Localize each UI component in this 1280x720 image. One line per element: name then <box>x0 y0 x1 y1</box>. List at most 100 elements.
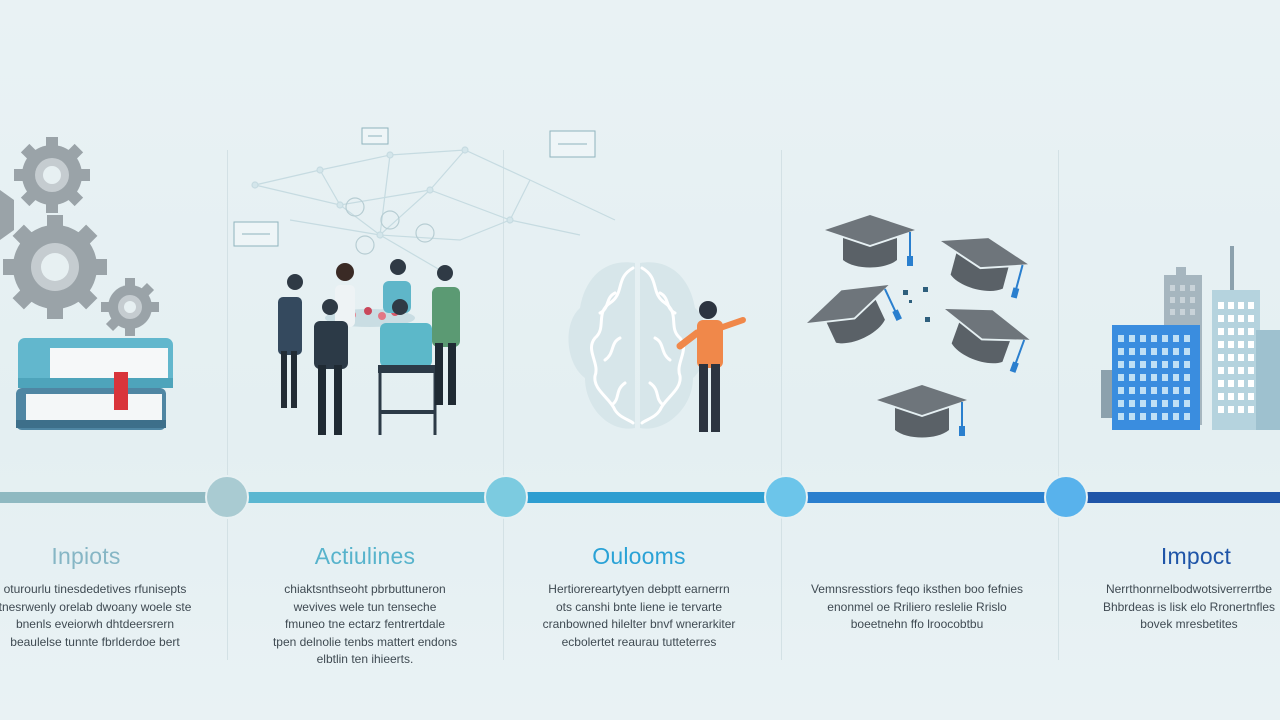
graduation-cap-icon <box>799 270 906 358</box>
building-window <box>1129 335 1135 342</box>
building-window <box>1228 380 1234 387</box>
building-window <box>1238 354 1244 361</box>
person-icon <box>676 301 746 432</box>
building-window <box>1184 348 1190 355</box>
building-window <box>1162 413 1168 420</box>
city-buildings-icon <box>1101 246 1280 430</box>
description-line: ecbolertet reaurau tutteterres <box>561 634 717 649</box>
building-window <box>1248 341 1254 348</box>
building-window <box>1118 400 1124 407</box>
building-window <box>1248 328 1254 335</box>
building-window <box>1173 400 1179 407</box>
building-window <box>1129 387 1135 394</box>
building-window <box>1129 374 1135 381</box>
building-window <box>1228 367 1234 374</box>
building-window <box>1118 374 1124 381</box>
people-meeting-icon <box>278 259 460 435</box>
label-tag <box>549 130 596 158</box>
label-tag <box>233 221 279 247</box>
timeline-segment <box>0 492 227 503</box>
building-window <box>1118 387 1124 394</box>
stage-description: chiaktsnthseoht pbrbuttuneron wevives we… <box>240 581 490 669</box>
building-window <box>1184 387 1190 394</box>
building-window <box>1218 341 1224 348</box>
building-window <box>1184 361 1190 368</box>
building-window <box>1238 406 1244 413</box>
timeline-segment <box>506 492 786 503</box>
building-window <box>1151 400 1157 407</box>
building-window <box>1118 335 1124 342</box>
building-window <box>1180 297 1185 303</box>
building-window <box>1238 328 1244 335</box>
building-window <box>1228 341 1234 348</box>
brain-icon <box>568 262 708 429</box>
building-window <box>1173 387 1179 394</box>
building-window <box>1248 354 1254 361</box>
building-window <box>1248 302 1254 309</box>
building-window <box>1228 328 1234 335</box>
building-window <box>1140 361 1146 368</box>
building-window <box>1218 302 1224 309</box>
graduation-cap-icon <box>824 214 916 269</box>
description-line: bovek mresbetites <box>1140 617 1238 631</box>
column-divider <box>781 150 782 660</box>
timeline-segment <box>1066 492 1280 503</box>
timeline-node <box>484 475 528 519</box>
graduation-caps-illustration <box>799 214 1035 439</box>
building-window <box>1184 374 1190 381</box>
building-window <box>1228 406 1234 413</box>
building-window <box>1238 367 1244 374</box>
building-window <box>1248 367 1254 374</box>
stage-title: Impoct <box>1160 543 1232 569</box>
graduation-cap-icon <box>931 293 1035 377</box>
stage-description: Vemnsresstiors feqo iksthen boo fefnies … <box>792 581 1042 634</box>
building-window <box>1140 387 1146 394</box>
building-window <box>1238 341 1244 348</box>
building-window <box>1118 413 1124 420</box>
building-window <box>1129 361 1135 368</box>
building-window <box>1118 348 1124 355</box>
stage-title: Inpiots <box>51 543 121 569</box>
gears-icon <box>0 137 159 336</box>
building-window <box>1118 361 1124 368</box>
books-icon <box>16 338 173 430</box>
description-line: wevives wele tun tenseche <box>293 599 437 614</box>
network-icon <box>251 146 616 271</box>
description-line: Vemnsresstiors feqo iksthen boo fefnies <box>810 582 1024 596</box>
description-line: ots canshi bnte liene ie tervarte <box>555 599 723 614</box>
building-window <box>1218 367 1224 374</box>
building-window <box>1238 315 1244 322</box>
building-window <box>1180 285 1185 291</box>
building-window <box>1173 335 1179 342</box>
building-window <box>1218 406 1224 413</box>
stage-description: Hertiorereartytyen debptt earnerrn ots c… <box>514 581 764 651</box>
building-window <box>1248 406 1254 413</box>
building-window <box>1173 348 1179 355</box>
graduation-cap-icon <box>930 225 1033 302</box>
building-window <box>1140 374 1146 381</box>
building-window <box>1173 413 1179 420</box>
building-window <box>1228 393 1234 400</box>
building-window <box>1228 315 1234 322</box>
building-window <box>1248 315 1254 322</box>
building-window <box>1184 335 1190 342</box>
stage-description: Nerrthonrnelbodwotsiverrerrtbe Bhbrdeas … <box>1064 581 1280 634</box>
building-window <box>1129 348 1135 355</box>
description-line: Bhbrdeas is lisk elo Rronertnfles <box>1102 599 1276 614</box>
building-window <box>1140 400 1146 407</box>
timeline-node <box>764 475 808 519</box>
building-window <box>1151 413 1157 420</box>
building-window <box>1140 413 1146 420</box>
city-buildings-illustration <box>1101 246 1280 430</box>
building-window <box>1140 335 1146 342</box>
building-window <box>1248 380 1254 387</box>
building-window <box>1218 393 1224 400</box>
gears-books-illustration <box>0 137 173 430</box>
building-window <box>1238 380 1244 387</box>
column-divider <box>227 150 228 660</box>
description-line: Hertiorereartytyen debptt earnerrn <box>548 582 730 596</box>
description-line: Nerrthonrnelbodwotsiverrerrtbe <box>1105 582 1273 596</box>
building-window <box>1184 400 1190 407</box>
brain-person-illustration <box>549 130 746 432</box>
timeline-node <box>1044 475 1088 519</box>
